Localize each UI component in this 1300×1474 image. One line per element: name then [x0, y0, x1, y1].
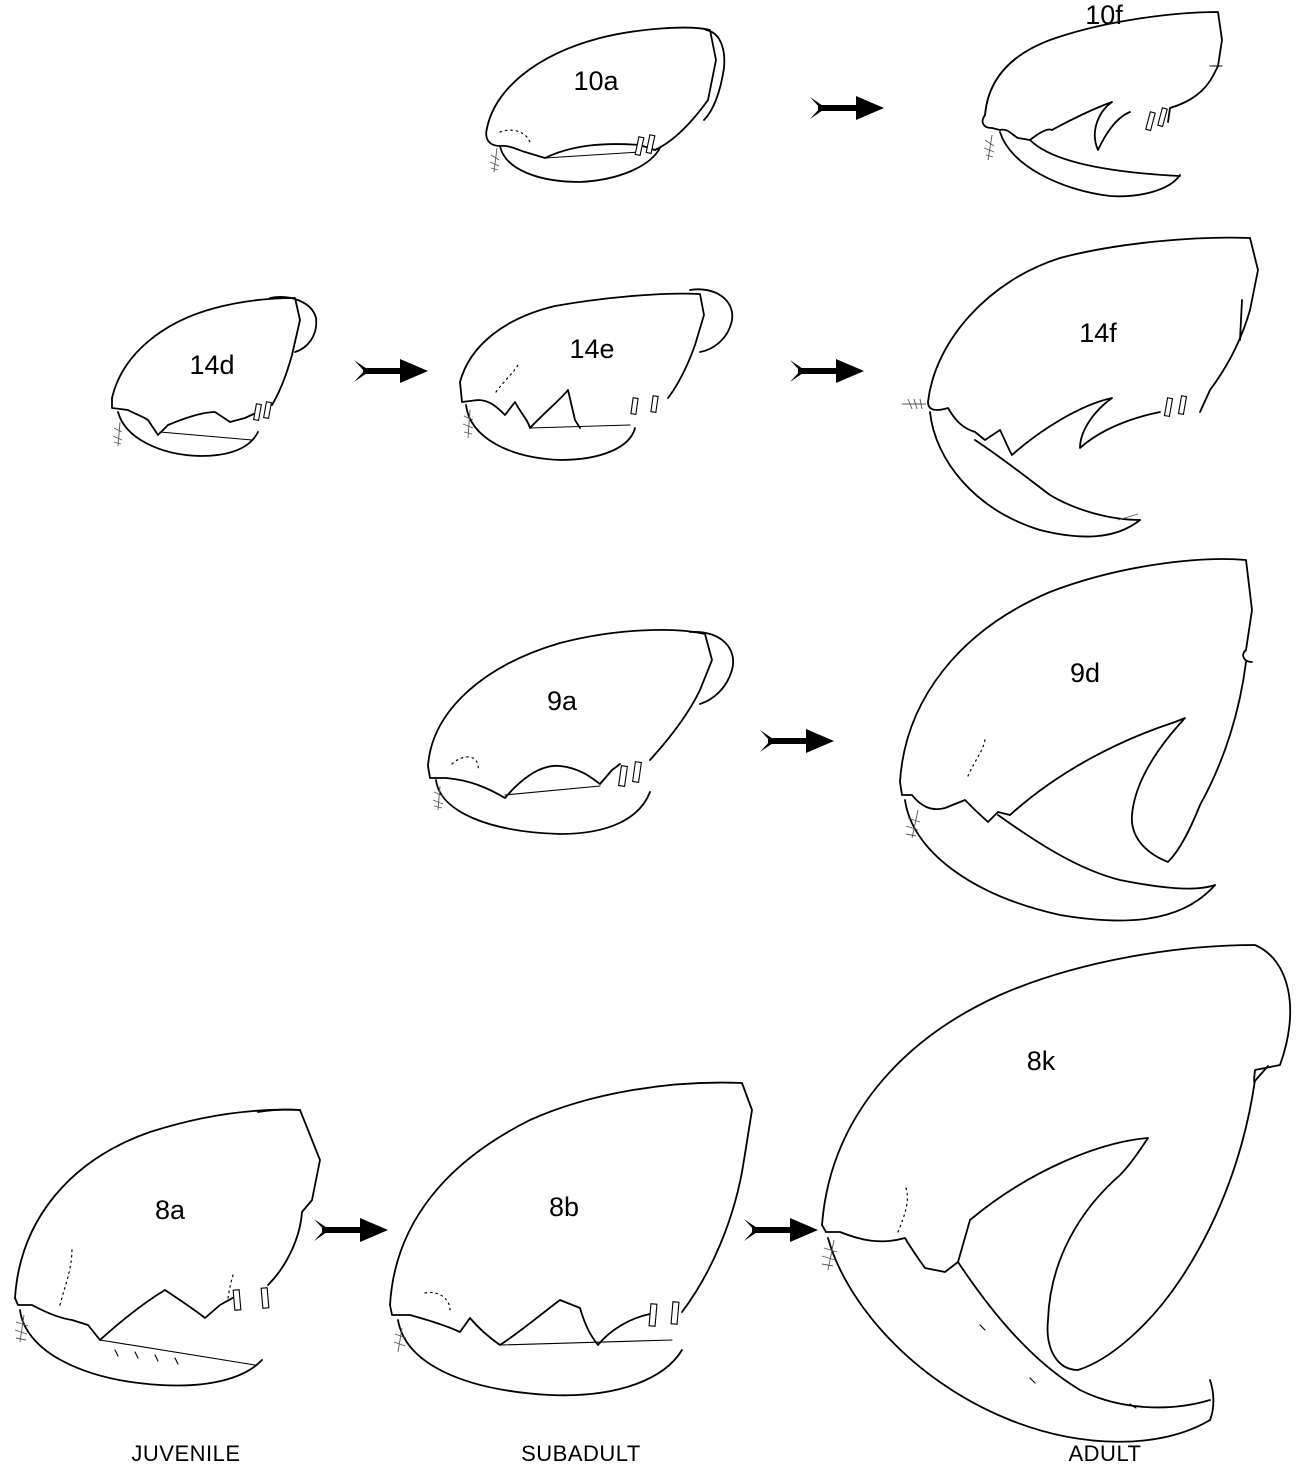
figure-label: 8b [549, 1192, 579, 1222]
figure-label: 14e [569, 334, 614, 364]
figure-9a: 9a [427, 629, 735, 835]
figure-8a: 8a [14, 1108, 321, 1387]
figure-label: 10f [1085, 0, 1123, 30]
figure-14f: 14f [902, 236, 1259, 538]
figure-10a: 10a [485, 26, 726, 183]
figure-label: 8a [155, 1195, 186, 1225]
stage-label-subadult: SUBADULT [521, 1441, 641, 1466]
figure-9d: 9d [899, 558, 1253, 922]
arrow-14e-14f [790, 359, 864, 383]
figure-label: 9a [547, 686, 578, 716]
figure-8k: 8k [821, 944, 1291, 1443]
figure-label: 8k [1027, 1046, 1056, 1076]
arrow-9a-9d [760, 729, 834, 753]
figure-14d: 14d [111, 296, 318, 457]
figure-label: 10a [573, 66, 619, 96]
figure-10f: 10f [981, 0, 1223, 198]
arrow-8b-8k [744, 1218, 818, 1242]
figure-label: 14d [189, 350, 234, 380]
figure-8b: 8b [389, 1081, 753, 1397]
stage-label-adult: ADULT [1069, 1441, 1142, 1466]
figure-label: 9d [1070, 658, 1100, 688]
stage-label-juvenile: JUVENILE [131, 1441, 240, 1466]
arrow-14d-14e [354, 359, 428, 383]
arrow-10a-10f [810, 96, 884, 120]
arrow-8a-8b [314, 1218, 388, 1242]
figure-14e: 14e [459, 288, 734, 461]
figure-label: 14f [1079, 318, 1117, 348]
